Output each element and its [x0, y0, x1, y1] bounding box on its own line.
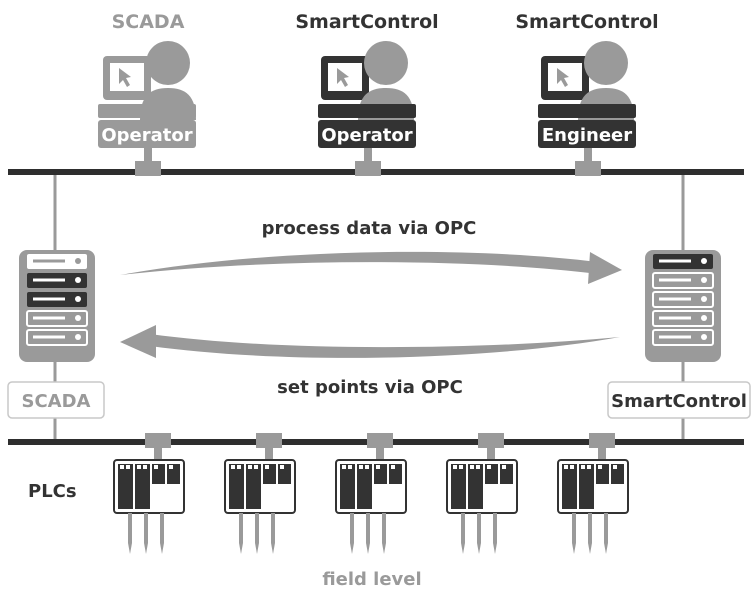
- set-points-label: set points via OPC: [277, 377, 463, 398]
- engineer-icon: [538, 41, 636, 120]
- station-smartcontrol-engineer: SmartControl Engineer: [515, 11, 659, 148]
- top-bus: [8, 148, 744, 250]
- station-role: Operator: [321, 125, 412, 146]
- station-title: SmartControl: [515, 11, 658, 33]
- operator-icon: [318, 41, 416, 120]
- station-smartcontrol-operator: SmartControl Operator: [295, 11, 439, 148]
- station-role: Engineer: [542, 125, 632, 146]
- plcs-label: PLCs: [28, 481, 77, 502]
- plc-unit: [113, 433, 185, 554]
- smartcontrol-server-label: SmartControl: [611, 391, 747, 412]
- plc-unit: [335, 433, 407, 554]
- field-level-label: field level: [322, 569, 421, 589]
- station-role-badge: [318, 120, 416, 148]
- scada-server-icon: [19, 250, 95, 362]
- station-title: SCADA: [112, 11, 185, 33]
- station-role: Operator: [101, 125, 192, 146]
- plc-unit: [557, 433, 629, 554]
- set-points-arrow: [120, 325, 620, 358]
- station-title: SmartControl: [295, 11, 438, 33]
- process-data-arrow: [120, 251, 622, 284]
- station-role-badge: [98, 120, 196, 148]
- smartcontrol-server-icon: [645, 250, 721, 362]
- operator-icon: [98, 41, 196, 120]
- smartcontrol-server-label-box: [607, 381, 751, 419]
- scada-server-label-box: [7, 381, 105, 419]
- plc-unit: [446, 433, 518, 554]
- process-data-label: process data via OPC: [262, 218, 477, 239]
- plc-group: [113, 433, 629, 554]
- station-scada-operator: SCADA Operator: [98, 11, 196, 148]
- plc-unit: [224, 433, 296, 554]
- station-role-badge: [538, 120, 636, 148]
- scada-server-label: SCADA: [22, 391, 91, 412]
